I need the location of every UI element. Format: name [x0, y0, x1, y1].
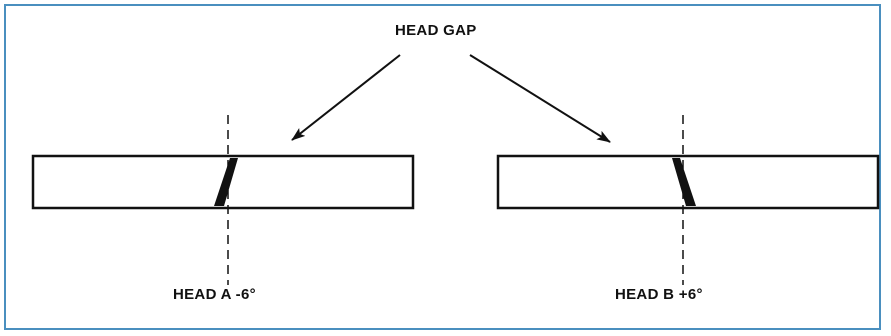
head-b	[496, 115, 880, 285]
head-a	[31, 115, 415, 285]
head-a-label: HEAD A -6°	[173, 286, 256, 303]
arrow-to-head-a	[291, 54, 401, 141]
head-a-gap	[214, 158, 238, 206]
head-b-gap	[672, 158, 696, 206]
arrow-to-head-b	[469, 54, 611, 143]
head-gap-label: HEAD GAP	[395, 22, 477, 39]
head-b-label: HEAD B +6°	[615, 286, 703, 303]
